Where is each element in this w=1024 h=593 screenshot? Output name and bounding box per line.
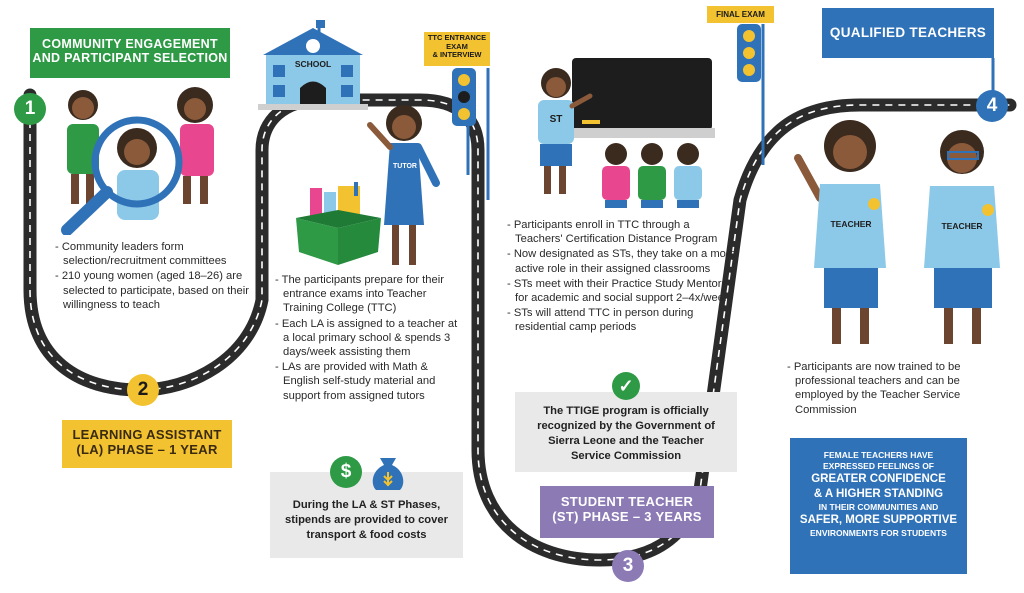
books-box-illustration xyxy=(296,182,381,265)
outcome-line: GREATER CONFIDENCE xyxy=(811,473,946,485)
stage3-title-line1: STUDENT TEACHER xyxy=(560,494,694,509)
stage1-banner: COMMUNITY ENGAGEMENT AND PARTICIPANT SEL… xyxy=(30,28,230,78)
stage1-title-line2: AND PARTICIPANT SELECTION xyxy=(32,51,228,66)
recognition-text: The TTIGE program is officially recogniz… xyxy=(537,405,715,462)
woman-figure-left xyxy=(67,90,99,204)
stage1-title-line1: COMMUNITY ENGAGEMENT xyxy=(42,37,218,51)
tag-final-line1: FINAL EXAM xyxy=(716,10,765,19)
stage2-bullet: - LAs are provided with Math & English s… xyxy=(275,361,436,402)
tutor-figure: TUTOR xyxy=(366,105,444,270)
pupils-illustration xyxy=(602,143,702,208)
stage3-title-line2: (ST) PHASE – 3 YEARS xyxy=(552,508,702,524)
stage3-bullets: - Participants enroll in TTC through a T… xyxy=(507,218,739,336)
final-exam-tag: FINAL EXAM xyxy=(707,6,774,23)
stage2-bullet: - Each LA is assigned to a teacher at a … xyxy=(275,317,458,359)
stage2-bullet: - The participants prepare for their ent… xyxy=(275,274,444,315)
recognition-info-box: The TTIGE program is officially recogniz… xyxy=(515,392,737,472)
checkmark-icon: ✓ xyxy=(612,372,640,400)
stage2-title-line2: (LA) PHASE – 1 YEAR xyxy=(76,441,218,457)
magnifier-group-illustration xyxy=(61,87,214,235)
outcome-line: IN THEIR COMMUNITIES AND xyxy=(818,502,939,512)
outcome-line: EXPRESSED FEELINGS OF xyxy=(823,461,934,471)
traffic-light-final-icon xyxy=(737,24,761,82)
student-teacher-figure: ST xyxy=(528,68,598,196)
stipend-info-box: During the LA & ST Phases, stipends are … xyxy=(270,472,463,558)
food-sack-icon xyxy=(372,458,404,490)
stage3-bullet: - STs will attend TTC in person during r… xyxy=(507,307,694,334)
stage1-bullet: - 210 young women (aged 18–26) are selec… xyxy=(55,270,249,311)
dollar-symbol: $ xyxy=(340,461,352,482)
ttc-entrance-exam-tag: TTC ENTRANCE EXAM & INTERVIEW xyxy=(424,32,490,66)
stage4-title: QUALIFIED TEACHERS xyxy=(829,25,987,40)
magnifier-icon xyxy=(91,116,183,208)
outcome-line: & A HIGHER STANDING xyxy=(813,488,944,500)
school-building-illustration: SCHOOL xyxy=(258,20,368,110)
woman-figure-center xyxy=(117,128,159,220)
teacher-label-right: TEACHER xyxy=(941,221,983,231)
stage4-number-badge: 4 xyxy=(976,90,1008,122)
stage3-number-badge: 3 xyxy=(612,550,644,582)
woman-figure-right xyxy=(177,87,214,204)
outcome-line: FEMALE TEACHERS HAVE xyxy=(823,450,934,460)
stage1-bullet: - Community leaders form selection/recru… xyxy=(55,241,227,268)
tag-entrance-line2: EXAM xyxy=(446,41,468,51)
qualified-teacher-figure-left: TEACHER xyxy=(790,118,900,348)
stage1-bullets: - Community leaders form selection/recru… xyxy=(55,240,250,313)
dollar-icon: $ xyxy=(330,456,362,488)
stage3-bullet: - Participants enroll in TTC through a T… xyxy=(507,219,718,246)
stage4-bullets: - Participants are now trained to be pro… xyxy=(787,360,987,418)
stage3-bullet: - STs meet with their Practice Study Men… xyxy=(507,277,730,305)
outcome-line: ENVIRONMENTS FOR STUDENTS xyxy=(810,528,947,538)
teacher-label-left: TEACHER xyxy=(830,219,872,229)
outcomes-box: FEMALE TEACHERS HAVE EXPRESSED FEELINGS … xyxy=(790,438,967,574)
stipend-text: During the LA & ST Phases, stipends are … xyxy=(285,499,448,541)
traffic-light-icon xyxy=(452,68,476,126)
stage2-number-badge: 2 xyxy=(127,374,159,406)
stage4-bullet: - Participants are now trained to be pro… xyxy=(787,361,961,416)
stage2-bullets: - The participants prepare for their ent… xyxy=(275,273,465,404)
stage3-banner: STUDENT TEACHER (ST) PHASE – 3 YEARS xyxy=(540,486,714,538)
tag-entrance-line3: & INTERVIEW xyxy=(432,50,482,59)
chalkboard-illustration xyxy=(570,58,715,138)
stage3-bullet: - Now designated as STs, they take on a … xyxy=(507,248,736,275)
stage2-banner: LEARNING ASSISTANT (LA) PHASE – 1 YEAR xyxy=(62,420,232,468)
stage4-banner: QUALIFIED TEACHERS xyxy=(822,8,994,58)
tutor-label: TUTOR xyxy=(393,163,417,170)
qualified-teacher-figure-right: TEACHER xyxy=(910,128,1015,348)
stage2-title-line1: LEARNING ASSISTANT xyxy=(72,427,222,442)
tag-entrance-line1: TTC ENTRANCE xyxy=(427,33,487,42)
school-label: SCHOOL xyxy=(294,59,332,69)
st-label: ST xyxy=(549,114,563,125)
outcome-line: SAFER, MORE SUPPORTIVE xyxy=(799,514,958,526)
stage1-number-badge: 1 xyxy=(14,93,46,125)
